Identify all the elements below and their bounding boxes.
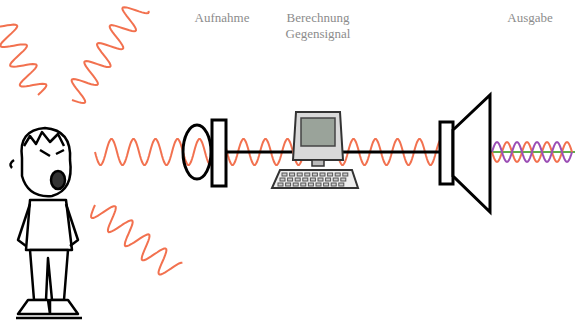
sound-waves xyxy=(0,7,575,274)
part-label: Aufnahme xyxy=(177,10,267,26)
computer xyxy=(272,112,358,188)
sound-wave xyxy=(492,142,572,162)
sound-wave xyxy=(0,25,46,95)
loudspeaker xyxy=(440,95,490,212)
sound-wave xyxy=(492,142,572,162)
part-label: Berechnung Gegensignal xyxy=(273,10,363,42)
sound-wave xyxy=(91,205,182,275)
wire xyxy=(227,151,292,154)
shouting-boy xyxy=(10,128,82,318)
sound-wave xyxy=(72,7,149,103)
part-label: Ausgabe xyxy=(490,10,570,26)
microphone xyxy=(183,120,226,186)
wire xyxy=(343,151,440,154)
sound-wave xyxy=(95,139,440,165)
